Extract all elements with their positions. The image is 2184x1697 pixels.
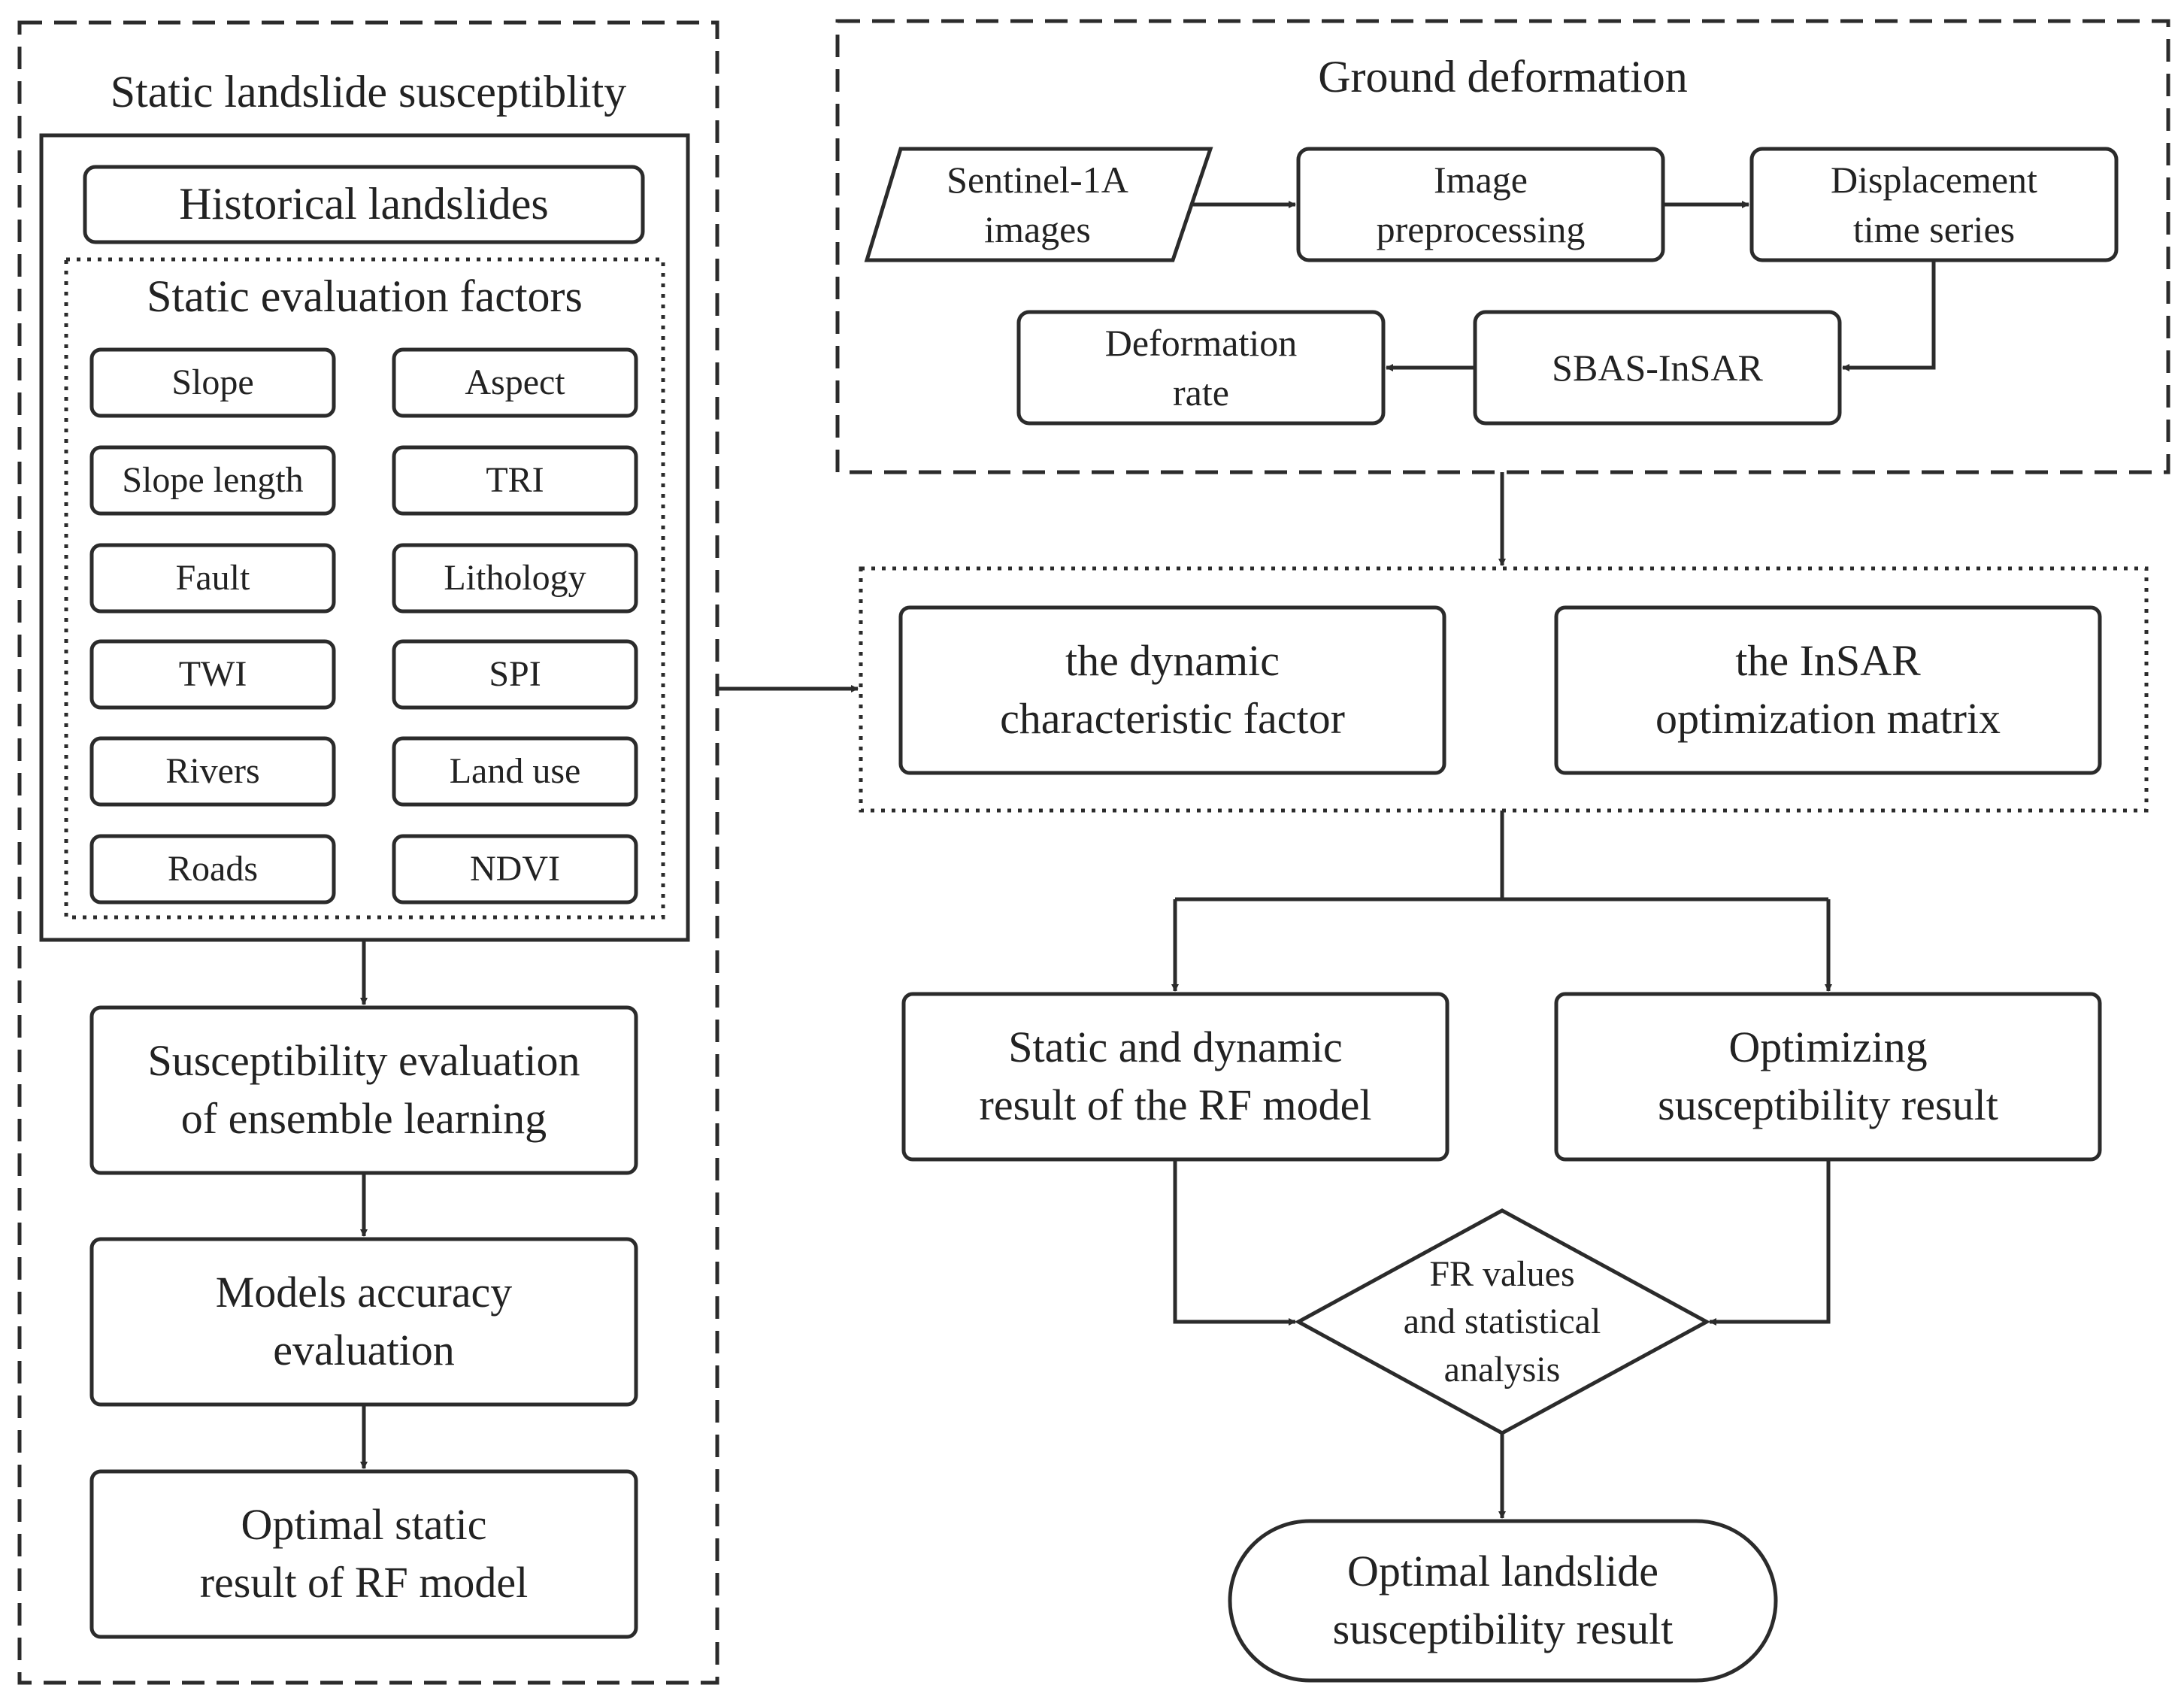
factor-slope-length: Slope length: [122, 460, 304, 501]
deformation-rate-label: Deformation rate: [1104, 322, 1298, 414]
factor-tri-box: [392, 445, 638, 516]
factor-rivers: Rivers: [165, 751, 260, 792]
optimal-static-label: Optimal static result of RF model: [199, 1500, 529, 1607]
factor-fault-box: [89, 543, 336, 614]
factor-rivers-box: [89, 736, 336, 807]
static-inputs-frame: [39, 133, 690, 942]
models-accuracy-label: Models accuracy evaluation: [215, 1268, 513, 1374]
factors-title: Static evaluation factors: [147, 271, 583, 322]
factor-aspect: Aspect: [465, 362, 565, 403]
factor-twi-box: [89, 639, 336, 710]
factor-lithology: Lithology: [444, 558, 586, 598]
historical-landslides-label: Historical landslides: [179, 179, 549, 229]
static-factors-frame: [64, 257, 665, 920]
factor-roads: Roads: [168, 849, 258, 889]
factor-slope: Slope: [171, 362, 254, 403]
displacement-label: Displacement time series: [1831, 159, 2037, 250]
factor-ndvi: NDVI: [470, 849, 560, 889]
factor-slope-box: [89, 347, 336, 418]
sentinel-images-parallelogram: [864, 147, 1213, 262]
arrow-displacement-to-sbas: [1842, 260, 1936, 371]
sentinel-images-label: Sentinel-1A images: [947, 159, 1128, 250]
rf-result-label: Static and dynamic result of the RF mode…: [979, 1023, 1372, 1129]
deformation-rate-box: [1016, 310, 1386, 426]
ensemble-learning-label: Susceptibility evaluation of ensemble le…: [147, 1036, 580, 1143]
factor-ndvi-box: [392, 834, 638, 905]
insar-matrix-label: the InSAR optimization matrix: [1655, 636, 2001, 743]
dynamic-factor-label: the dynamic characteristic factor: [1000, 636, 1345, 743]
factor-slope-length-box: [89, 445, 336, 516]
final-result-label: Optimal landslide susceptibility result: [1332, 1547, 1674, 1653]
factor-roads-box: [89, 834, 336, 905]
insar-matrix-box: [1554, 605, 2102, 775]
ground-deformation-panel: [835, 19, 2170, 474]
factor-spi-box: [392, 639, 638, 710]
image-preprocessing-label: Image preprocessing: [1376, 159, 1586, 250]
factor-spi: SPI: [489, 654, 541, 695]
factor-land-use-box: [392, 736, 638, 807]
factor-twi: TWI: [178, 654, 247, 695]
factor-tri: TRI: [486, 460, 544, 501]
arrow-rf-to-fr: [1173, 1159, 1296, 1326]
historical-landslides-box: [83, 165, 645, 244]
sbas-insar-label: SBAS-InSAR: [1552, 347, 1763, 389]
factor-aspect-box: [392, 347, 638, 418]
optimal-static-box: [89, 1469, 638, 1639]
arrow-optimizing-to-fr: [1709, 1159, 1831, 1326]
static-susceptibility-panel: [17, 20, 719, 1685]
factor-fault: Fault: [175, 558, 250, 598]
factor-lithology-box: [392, 543, 638, 614]
static-panel-title: Static landslide susceptiblity: [110, 66, 627, 117]
dynamic-factor-box: [898, 605, 1446, 775]
factor-land-use: Land use: [449, 751, 581, 792]
ground-panel-title: Ground deformation: [1318, 51, 1688, 102]
final-result-terminal: [1228, 1519, 1778, 1683]
optimizing-result-label: Optimizing susceptibility result: [1658, 1023, 1998, 1129]
fr-analysis-label: FR values and statistical analysis: [1403, 1253, 1601, 1389]
